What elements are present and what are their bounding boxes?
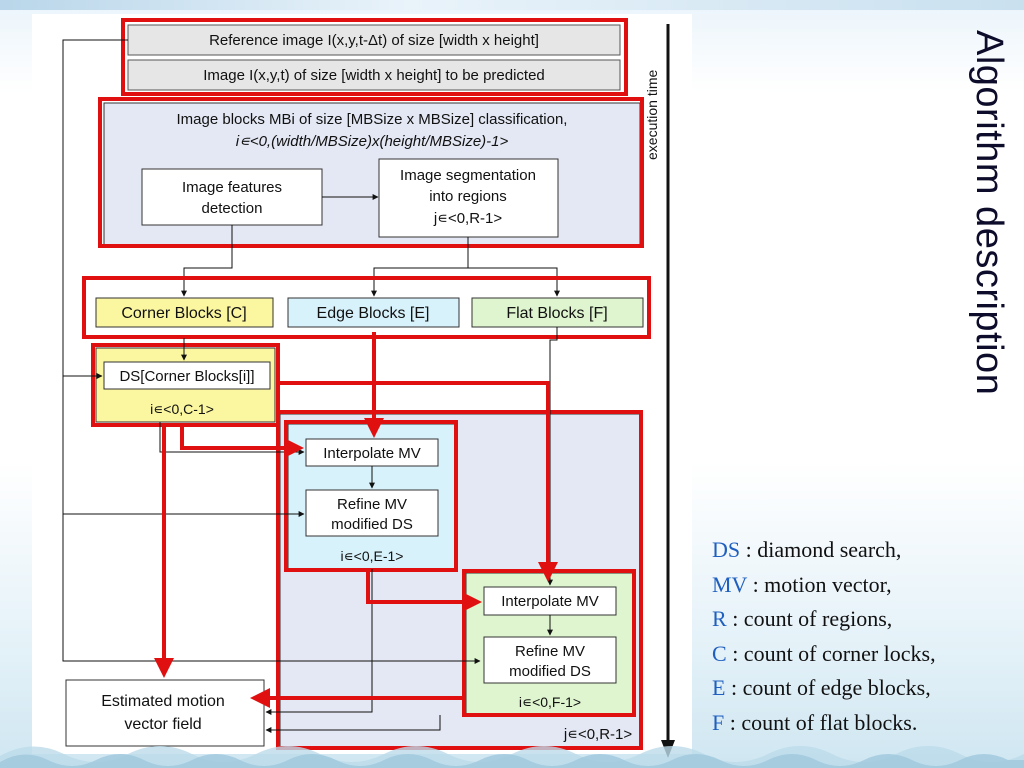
current-image-text: Image I(x,y,t) of size [width x height] … [203,67,545,84]
red-edge-to-flat-arrow [366,570,482,612]
flat-refine-line1: Refine MV [515,643,585,660]
flat-to-output-line [265,715,441,733]
region-processing-highlight [276,410,643,750]
legend-text: : count of flat blocks. [724,709,918,735]
arrow-to-flat-blocks [468,267,560,297]
legend-row-f: F : count of flat blocks. [712,706,1017,741]
legend-abbr: MV [712,571,748,597]
legend-abbr: C [712,640,727,666]
reference-image-box [127,24,621,56]
reference-bypass-line [62,39,481,664]
legend-row-e: E : count of edge blocks, [712,671,1017,706]
output-line1: Estimated motion [101,693,225,710]
execution-time-label: execution time [644,70,660,160]
classification-line1: Image blocks MBi of size [MBSize x MBSiz… [177,111,568,128]
classification-highlight [98,97,644,248]
corner-to-edge-interp-line [159,422,305,455]
red-corner-to-flat-arrow [278,381,558,582]
input-images-highlight [121,18,628,96]
features-line1: Image features [182,179,282,196]
legend-abbr: DS [712,537,741,562]
current-image-box [127,59,621,91]
flat-interpolate-box [483,586,617,616]
block-types-highlight [82,276,651,339]
red-corner-to-edge-arrow [180,425,304,458]
corner-ds-label: DS[Corner Blocks[i]] [119,368,254,385]
slide-title: Algorithm description [968,30,1010,396]
abbreviation-legend: DS : diamond search, MV : motion vector,… [712,533,1017,740]
flat-interpolate-label: Interpolate MV [501,593,599,610]
legend-row-c: C : count of corner locks, [712,637,1017,672]
legend-text: : diamond search, [740,537,902,562]
legend-row-r: R : count of regions, [712,602,1017,637]
edge-range-label: i∊<0,E-1> [341,548,404,564]
segmentation-box [378,158,559,238]
segmentation-line3: j∊<0,R-1> [433,210,503,227]
features-line2: detection [202,200,263,217]
legend-text: : count of regions, [726,606,893,631]
segmentation-line2: into regions [429,188,507,205]
corner-blocks-box [95,297,274,328]
output-field-box [65,679,265,747]
features-detection-box [141,168,323,226]
flat-refine-box [483,636,617,684]
legend-text: : count of edge blocks, [725,675,931,700]
legend-abbr: R [712,606,727,631]
segmentation-line1: Image segmentation [400,167,536,184]
edge-to-output-line [265,569,373,715]
top-decor-bar [0,0,1024,10]
classification-line2: i∊<0,(width/MBSize)x(height/MBSize)-1> [236,133,509,150]
edge-refine-box [305,489,439,537]
region-range-label: j∊<0,R-1> [563,726,633,743]
legend-abbr: F [712,709,725,735]
edge-refine-line1: Refine MV [337,496,407,513]
decorative-wave-footer [0,746,1024,768]
output-line2: vector field [124,716,201,733]
edge-interpolate-box [305,438,439,467]
flat-refine-line2: modified DS [509,663,591,680]
reference-image-text: Reference image I(x,y,t-Δt) of size [wid… [209,32,539,49]
legend-row-mv: MV : motion vector, [712,568,1017,603]
legend-text: : motion vector, [747,571,892,597]
edge-blocks-label: Edge Blocks [E] [317,305,430,322]
legend-row-ds: DS : diamond search, [712,533,1017,568]
corner-ds-box [103,361,271,390]
edge-blocks-box [287,297,460,328]
legend-abbr: E [712,675,726,700]
flat-blocks-label: Flat Blocks [F] [506,305,607,322]
edge-refine-line2: modified DS [331,516,413,533]
corner-blocks-label: Corner Blocks [C] [121,305,246,322]
arrow-to-edge-blocks [371,237,469,297]
flat-range-label: i∊<0,F-1> [519,694,581,710]
corner-range-label: i∊<0,C-1> [150,401,214,417]
edge-interpolate-label: Interpolate MV [323,445,421,462]
legend-text: : count of corner locks, [726,640,936,666]
algorithm-flow-diagram: Reference image I(x,y,t-Δt) of size [wid… [62,18,675,758]
